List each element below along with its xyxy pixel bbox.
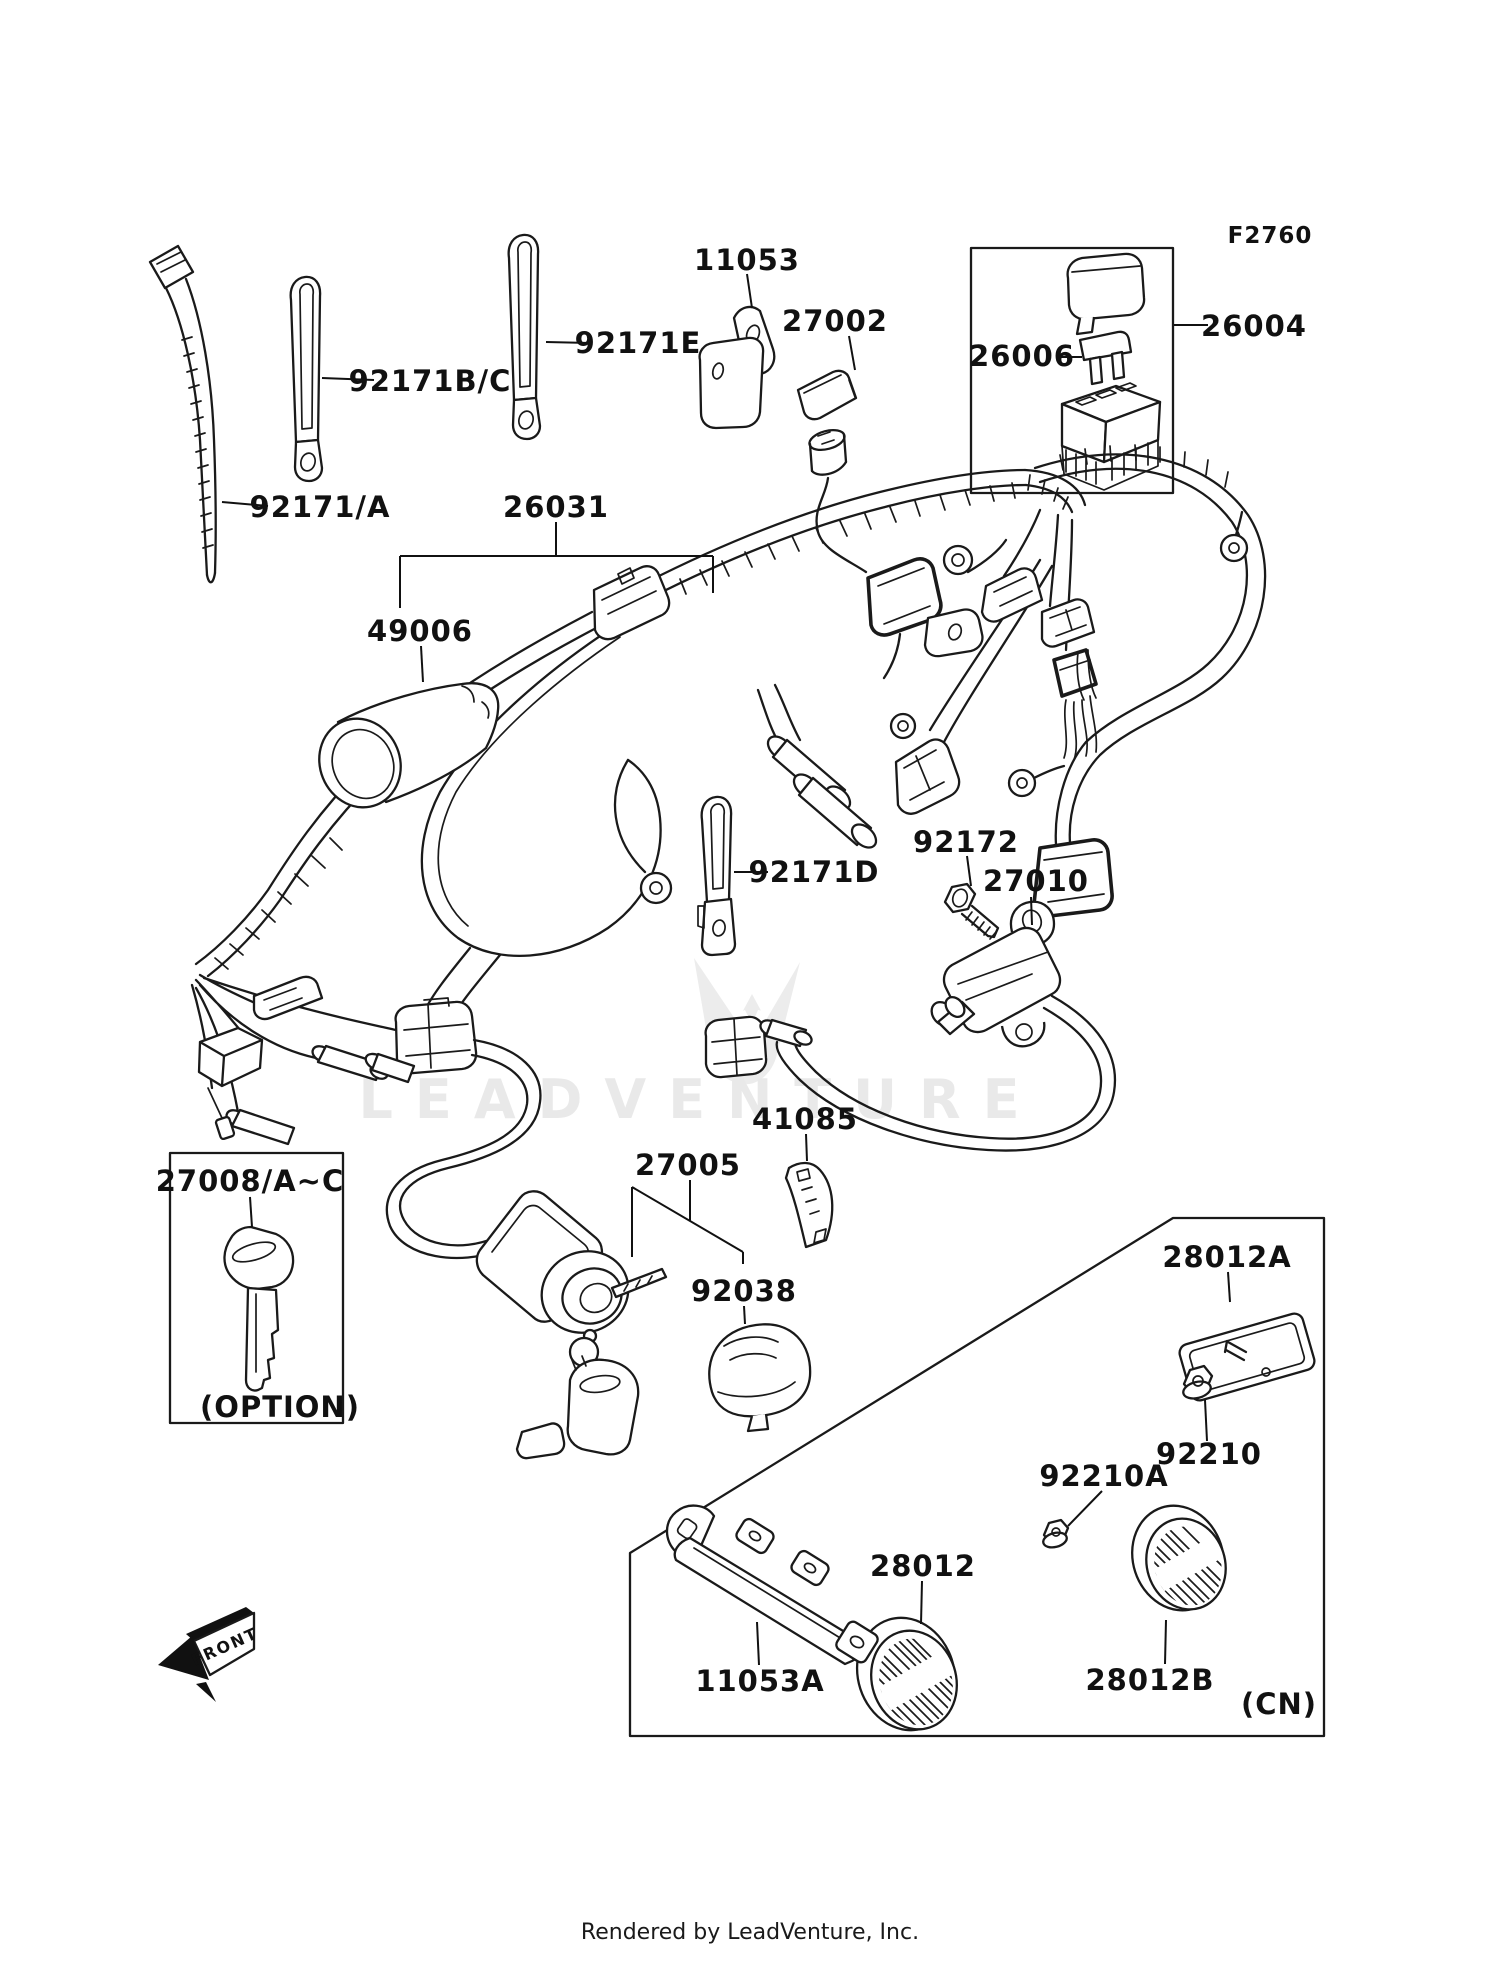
- part-label-41085[interactable]: 41085: [752, 1102, 858, 1136]
- leader-92172: [966, 855, 972, 887]
- part-92038-drawing: [708, 1323, 812, 1433]
- harness-boot-connector: [866, 557, 943, 637]
- part-label-28012A[interactable]: 28012A: [1162, 1240, 1291, 1274]
- part-label-27008[interactable]: 27008/A~C: [156, 1164, 345, 1198]
- bracket-27005: [631, 1180, 744, 1264]
- part-label-26031[interactable]: 26031: [503, 490, 609, 524]
- bracket-26031: [399, 522, 714, 608]
- part-92171A-drawing: [148, 244, 217, 584]
- front-arrow: FRONT: [158, 1607, 261, 1702]
- part-label-28012B[interactable]: 28012B: [1086, 1663, 1215, 1697]
- part-label-92171D[interactable]: 92171D: [749, 855, 880, 889]
- part-92171D-drawing: [697, 795, 737, 957]
- front-arrowhead-icon: [158, 1636, 209, 1680]
- leader-92210A: [1067, 1490, 1103, 1527]
- figure-code: F2760: [1228, 223, 1313, 249]
- leader-49006: [420, 645, 424, 683]
- part-92171E-drawing: [507, 233, 542, 441]
- leader-28012: [920, 1580, 923, 1625]
- leader-92038: [743, 1305, 746, 1325]
- footer-credit: Rendered by LeadVenture, Inc.: [580, 1920, 920, 1945]
- part-label-27002[interactable]: 27002: [782, 304, 888, 338]
- part-92171BC-drawing: [289, 275, 324, 483]
- leader-11053: [746, 273, 753, 309]
- part-label-92171A[interactable]: 92171/A: [250, 490, 391, 524]
- part-label-92171E[interactable]: 92171E: [575, 326, 702, 360]
- part-92172-drawing: [943, 882, 1000, 940]
- part-label-92038[interactable]: 92038: [691, 1274, 797, 1308]
- section-boundary: [628, 1216, 1326, 1738]
- part-49006-drawing: [318, 682, 500, 809]
- leader-92210: [1204, 1399, 1208, 1442]
- leader-lines: [221, 273, 1231, 1666]
- leadventure-watermark: LEADVENTURE: [359, 958, 1042, 1131]
- leader-28012B: [1164, 1619, 1167, 1665]
- part-label-49006[interactable]: 49006: [367, 614, 473, 648]
- part-label-27010[interactable]: 27010: [983, 864, 1089, 898]
- part-label-27005[interactable]: 27005: [635, 1148, 741, 1182]
- part-28012-drawing: [855, 1616, 964, 1735]
- part-27005-drawing: [475, 1190, 668, 1460]
- leader-41085: [805, 1133, 808, 1162]
- leader-11053A: [756, 1621, 760, 1666]
- part-label-92172[interactable]: 92172: [913, 825, 1019, 859]
- part-11053A-drawing: [665, 1504, 879, 1666]
- leader-92171BC: [321, 377, 375, 381]
- front-arrow-top-band: [186, 1607, 254, 1641]
- leader-92171E: [545, 341, 591, 344]
- leader-27002: [848, 335, 856, 371]
- part-27002-drawing: [796, 369, 868, 574]
- reflector-section-group: [628, 1216, 1326, 1738]
- leader-27008: [249, 1196, 253, 1228]
- part-27008-group: [168, 1151, 345, 1425]
- part-28012B-drawing: [1131, 1504, 1232, 1615]
- part-27010-drawing: [704, 900, 1117, 1152]
- watermark-text: LEADVENTURE: [359, 1068, 1042, 1131]
- part-11053-drawing: [698, 305, 776, 430]
- part-label-92210A[interactable]: 92210A: [1039, 1459, 1168, 1493]
- part-label-26006[interactable]: 26006: [969, 339, 1075, 373]
- option-note: (OPTION): [200, 1390, 360, 1424]
- part-label-11053A[interactable]: 11053A: [695, 1664, 824, 1698]
- part-labels: 26031 49006 92171/A 92171B/C 92171E 9217…: [156, 223, 1317, 1721]
- part-label-92171BC[interactable]: 92171B/C: [349, 364, 512, 398]
- cn-note: (CN): [1241, 1687, 1317, 1721]
- leader-28012A: [1227, 1271, 1231, 1303]
- part-41085-drawing: [784, 1161, 834, 1249]
- front-arrow-face: [192, 1611, 256, 1677]
- part-label-28012[interactable]: 28012: [870, 1549, 976, 1583]
- leader-92171A: [221, 501, 269, 507]
- fuse-box-26004-group: [969, 246, 1175, 495]
- part-label-92210[interactable]: 92210: [1156, 1437, 1262, 1471]
- leader-27010: [1030, 896, 1033, 926]
- part-label-11053[interactable]: 11053: [694, 243, 800, 277]
- part-label-26004[interactable]: 26004: [1201, 309, 1307, 343]
